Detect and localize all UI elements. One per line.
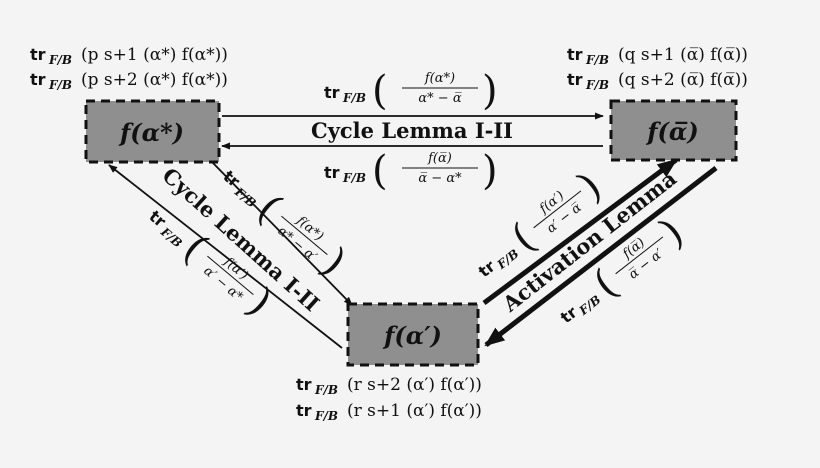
svg-text:α̅ − α*: α̅ − α* (418, 171, 462, 186)
svg-text:f(α̅): f(α̅) (427, 151, 452, 166)
svg-text:(q s+1 (α̅) f(α̅)): (q s+1 (α̅) f(α̅)) (618, 45, 748, 65)
svg-text:F/B: F/B (48, 78, 72, 92)
svg-text:(: ( (372, 68, 388, 114)
svg-text:F/B: F/B (494, 247, 522, 273)
svg-text:F/B: F/B (585, 53, 609, 67)
svg-text:tr: tr (30, 45, 46, 64)
svg-text:): ) (482, 148, 498, 194)
node-left-label: f(α*) (118, 118, 184, 147)
svg-text:tr: tr (324, 163, 340, 182)
node-right-label: f(α̅) (645, 117, 699, 146)
edge-right-to-bottom (484, 166, 718, 347)
edge-label-top: tr F/B ( f(α*) α* − α̅ ) (324, 68, 498, 114)
svg-text:f(α*): f(α*) (424, 71, 455, 86)
trace-left-2: tr F/B (p s+2 (α*) f(α*)) (30, 70, 228, 92)
node-right: f(α̅) (609, 99, 738, 162)
svg-text:(p s+1 (α*) f(α*)): (p s+1 (α*) f(α*)) (81, 45, 228, 65)
edge-left-to-bottom (212, 162, 353, 306)
trace-bottom-1: tr F/B (r s+2 (α′) f(α′)) (296, 375, 482, 397)
svg-text:tr: tr (567, 70, 583, 89)
node-bottom: f(α′) (346, 302, 480, 367)
edge-bottom-to-right (482, 157, 678, 306)
svg-text:F/B: F/B (48, 53, 72, 67)
svg-text:(p s+2 (α*) f(α*)): (p s+2 (α*) f(α*)) (81, 70, 228, 90)
svg-text:(r s+2 (α′) f(α′)): (r s+2 (α′) f(α′)) (347, 375, 482, 395)
trace-right-1: tr F/B (q s+1 (α̅) f(α̅)) (567, 45, 748, 67)
lemma-horizontal: Cycle Lemma I-II (311, 118, 513, 143)
svg-text:F/B: F/B (314, 409, 338, 423)
svg-text:tr: tr (567, 45, 583, 64)
svg-text:F/B: F/B (342, 91, 366, 105)
svg-text:F/B: F/B (342, 171, 366, 185)
svg-text:tr: tr (296, 401, 312, 420)
svg-text:tr: tr (296, 375, 312, 394)
node-bottom-label: f(α′) (382, 321, 442, 350)
svg-text:): ) (239, 280, 281, 325)
edge-label-middle: tr F/B ( f(α̅) α̅ − α* ) (324, 148, 498, 194)
svg-text:): ) (313, 240, 355, 285)
trace-left-1: tr F/B (p s+1 (α*) f(α*)) (30, 45, 228, 67)
svg-text:(q s+2 (α̅) f(α̅)): (q s+2 (α̅) f(α̅)) (618, 70, 748, 90)
svg-text:α* − α̅: α* − α̅ (418, 91, 461, 106)
svg-text:F/B: F/B (585, 78, 609, 92)
node-left: f(α*) (84, 99, 221, 164)
svg-text:): ) (482, 68, 498, 114)
svg-text:(r s+1 (α′) f(α′)): (r s+1 (α′) f(α′)) (347, 401, 482, 421)
trace-bottom-2: tr F/B (r s+1 (α′) f(α′)) (296, 401, 482, 423)
svg-text:tr: tr (324, 83, 340, 102)
svg-text:(: ( (372, 148, 388, 194)
trace-right-2: tr F/B (q s+2 (α̅) f(α̅)) (567, 70, 748, 92)
svg-text:tr: tr (30, 70, 46, 89)
edge-bottom-to-left (108, 164, 343, 349)
svg-text:F/B: F/B (314, 383, 338, 397)
svg-text:F/B: F/B (157, 224, 184, 250)
svg-text:F/B: F/B (576, 293, 604, 319)
